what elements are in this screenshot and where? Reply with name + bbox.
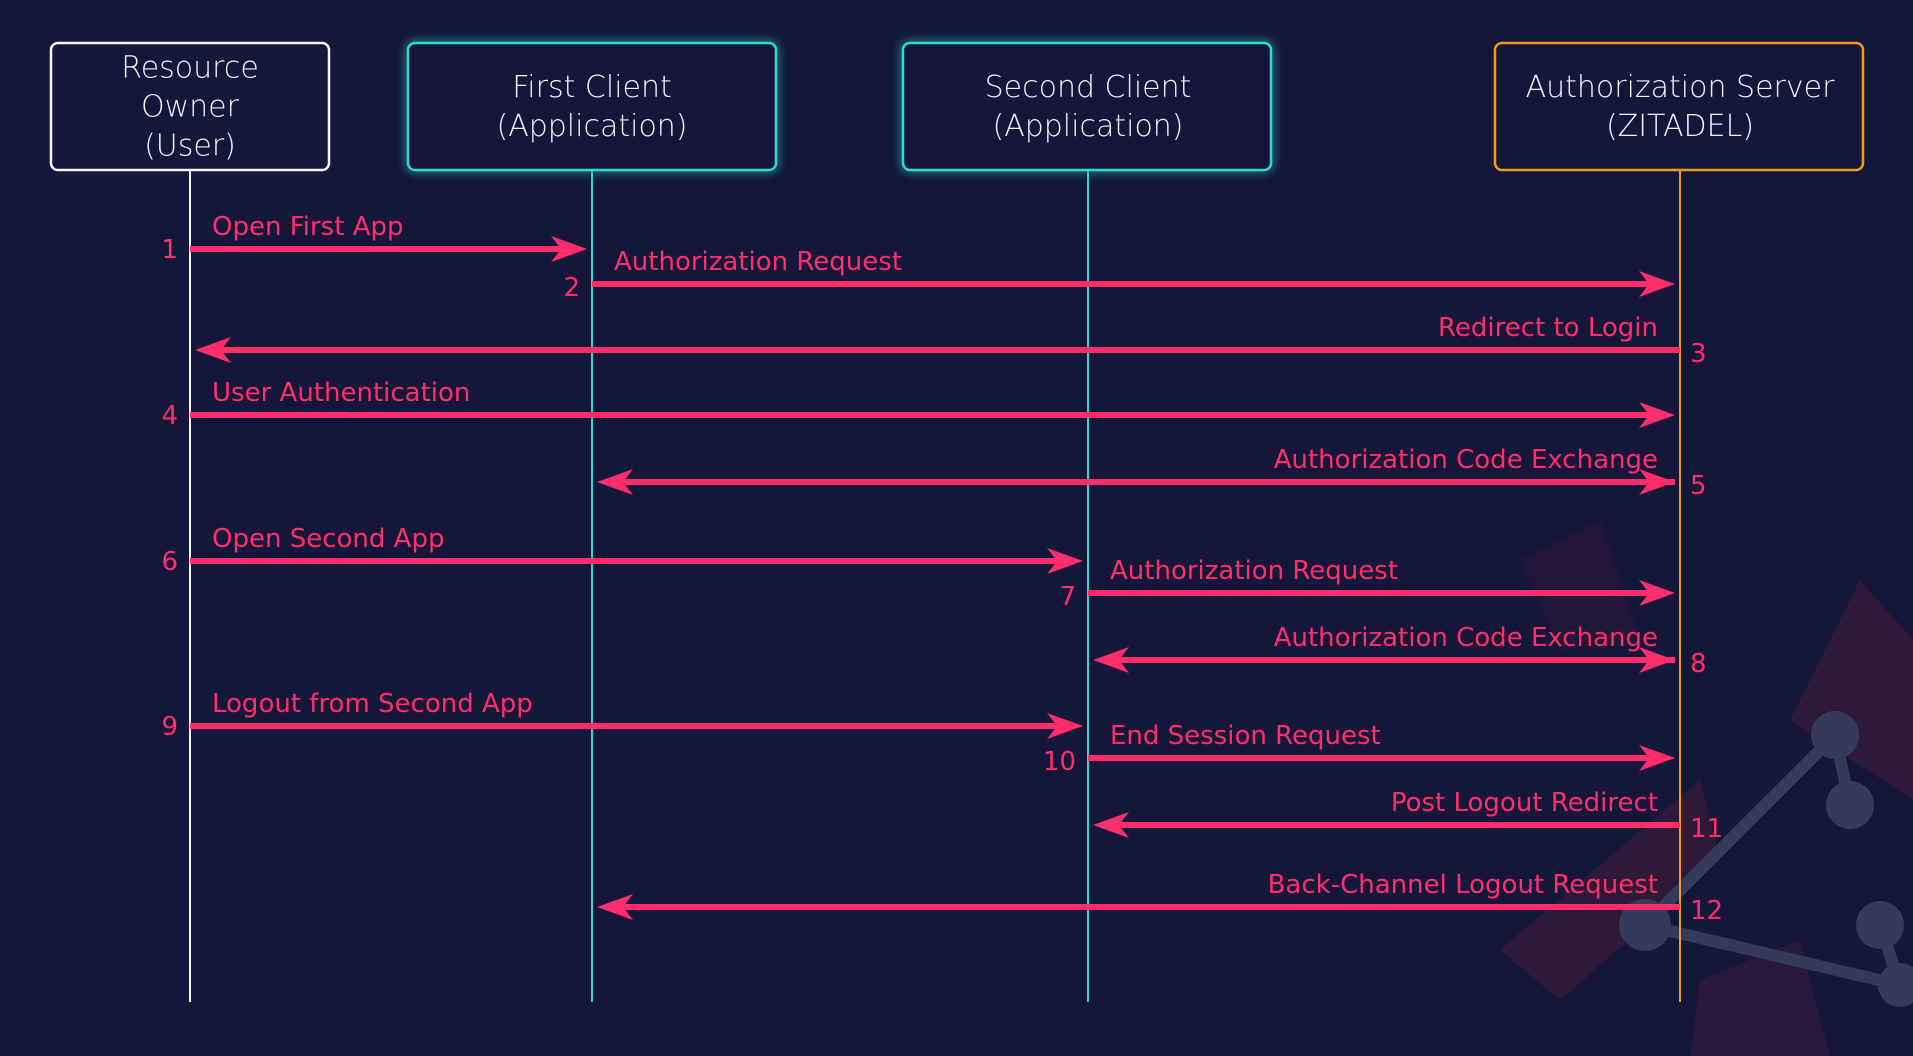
arrow-head-icon (551, 236, 587, 262)
participant-label-server: Authorization Server (1526, 70, 1836, 105)
participant-label-client2: Second Client (985, 70, 1192, 105)
arrow-head-icon (1639, 271, 1675, 297)
zitadel-logo-icon (1500, 520, 1913, 1056)
step-number: 8 (1690, 649, 1707, 679)
participant-label-user: Owner (141, 90, 240, 125)
participant-label-user: (User) (144, 129, 236, 164)
participant-label-client1: (Application) (496, 109, 687, 144)
message-label: Back-Channel Logout Request (1268, 870, 1658, 900)
step-number: 10 (1043, 747, 1076, 777)
participant-box-user (49, 41, 331, 172)
arrow-head-icon (1639, 402, 1675, 428)
participant-box-client1 (406, 41, 778, 172)
participant-label-client1: First Client (512, 70, 672, 105)
message-5: Authorization Code Exchange 5 (597, 445, 1707, 501)
step-number: 12 (1690, 896, 1723, 926)
message-1: Open First App 1 (161, 212, 587, 265)
message-label: Open Second App (212, 524, 444, 554)
arrow-head-icon (1093, 647, 1129, 673)
step-number: 6 (161, 547, 178, 577)
message-label: Authorization Request (614, 247, 902, 277)
step-number: 9 (161, 712, 178, 742)
participant-label-client2: (Application) (992, 109, 1183, 144)
step-number: 5 (1690, 471, 1707, 501)
participant-server: Authorization Server (ZITADEL) (1493, 41, 1865, 172)
arrow-tail-head-icon (1639, 647, 1675, 673)
step-number: 7 (1059, 582, 1076, 612)
arrow-head-icon (195, 337, 231, 363)
arrow-head-icon (1047, 713, 1083, 739)
message-10: End Session Request 10 (1043, 721, 1675, 777)
message-9: Logout from Second App 9 (161, 689, 1083, 742)
message-11: Post Logout Redirect 11 (1093, 788, 1723, 844)
participant-box-server (1493, 41, 1865, 172)
step-number: 3 (1690, 339, 1707, 369)
step-number: 11 (1690, 814, 1723, 844)
participant-label-server: (ZITADEL) (1606, 109, 1754, 144)
message-3: Redirect to Login 3 (195, 313, 1707, 369)
message-label: Post Logout Redirect (1391, 788, 1658, 818)
message-label: Authorization Code Exchange (1274, 623, 1658, 653)
message-6: Open Second App 6 (161, 524, 1083, 577)
step-number: 1 (161, 235, 178, 265)
message-12: Back-Channel Logout Request 12 (597, 870, 1723, 926)
message-label: Redirect to Login (1438, 313, 1658, 343)
message-7: Authorization Request 7 (1059, 556, 1675, 612)
message-8: Authorization Code Exchange 8 (1093, 623, 1707, 679)
participant-client1: First Client (Application) (406, 41, 778, 172)
message-4: User Authentication 4 (161, 378, 1675, 431)
participant-box-client2 (901, 41, 1273, 172)
message-label: Open First App (212, 212, 403, 242)
step-number: 2 (563, 273, 580, 303)
arrow-tail-head-icon (1639, 469, 1675, 495)
message-label: Logout from Second App (212, 689, 533, 719)
arrow-head-icon (597, 469, 633, 495)
message-label: End Session Request (1110, 721, 1381, 751)
arrow-head-icon (1093, 812, 1129, 838)
arrow-head-icon (597, 894, 633, 920)
arrow-head-icon (1047, 548, 1083, 574)
participant-label-user: Resource (121, 51, 259, 86)
arrow-head-icon (1639, 580, 1675, 606)
arrow-head-icon (1639, 745, 1675, 771)
message-label: User Authentication (212, 378, 470, 408)
participant-client2: Second Client (Application) (901, 41, 1273, 172)
message-label: Authorization Code Exchange (1274, 445, 1658, 475)
message-2: Authorization Request 2 (563, 247, 1675, 303)
lifelines (189, 170, 1681, 1002)
message-label: Authorization Request (1110, 556, 1398, 586)
step-number: 4 (161, 401, 178, 431)
